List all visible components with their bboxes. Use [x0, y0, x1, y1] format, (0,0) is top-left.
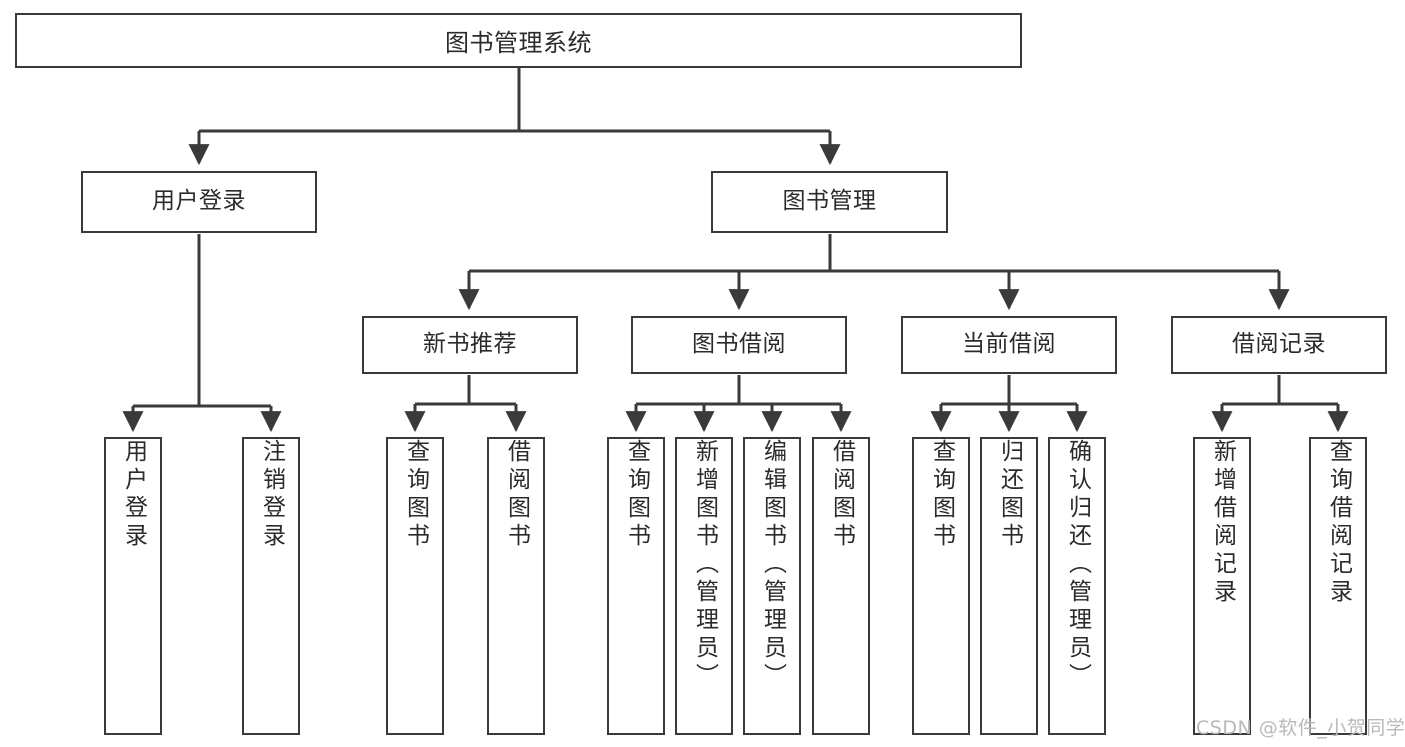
leaf-borrow-record-query[interactable]: 查询借阅记录: [1309, 437, 1367, 735]
leaf-label: 归还图书: [996, 439, 1023, 551]
leaf-label: 查询图书: [623, 439, 650, 551]
node-book-borrow-label: 图书借阅: [692, 331, 786, 358]
leaf-label: 新增借阅记录: [1209, 439, 1236, 607]
node-user-login[interactable]: 用户登录: [81, 171, 317, 233]
leaf-label: 查询借阅记录: [1325, 439, 1352, 607]
node-new-book-recommend[interactable]: 新书推荐: [362, 316, 578, 374]
leaf-new-book-borrow[interactable]: 借阅图书: [487, 437, 545, 735]
node-current-borrow-label: 当前借阅: [962, 331, 1056, 358]
watermark-text: CSDN @软件_小贺同学: [1196, 717, 1405, 739]
leaf-label: 查询图书: [928, 439, 955, 551]
node-borrow-record-label: 借阅记录: [1232, 331, 1326, 358]
leaf-book-borrow-edit[interactable]: 编辑图书（管理员）: [743, 437, 801, 735]
leaf-label: 查询图书: [402, 439, 429, 551]
leaf-borrow-record-add[interactable]: 新增借阅记录: [1193, 437, 1251, 735]
leaf-user-login-login[interactable]: 用户登录: [104, 437, 162, 735]
watermark: CSDN @软件_小贺同学: [1196, 713, 1405, 740]
node-borrow-record[interactable]: 借阅记录: [1171, 316, 1387, 374]
leaf-label: 编辑图书（管理员）: [759, 439, 786, 691]
node-book-borrow[interactable]: 图书借阅: [631, 316, 847, 374]
leaf-user-login-logout[interactable]: 注销登录: [242, 437, 300, 735]
leaf-current-borrow-confirm-return[interactable]: 确认归还（管理员）: [1048, 437, 1106, 735]
leaf-book-borrow-add[interactable]: 新增图书（管理员）: [675, 437, 733, 735]
leaf-label: 借阅图书: [503, 439, 530, 551]
node-new-book-recommend-label: 新书推荐: [423, 331, 517, 358]
node-root-label: 图书管理系统: [445, 29, 592, 57]
leaf-current-borrow-return[interactable]: 归还图书: [980, 437, 1038, 735]
node-book-manage-label: 图书管理: [782, 188, 877, 215]
node-book-manage[interactable]: 图书管理: [711, 171, 948, 233]
leaf-book-borrow-borrow[interactable]: 借阅图书: [812, 437, 870, 735]
leaf-current-borrow-query[interactable]: 查询图书: [912, 437, 970, 735]
leaf-label: 借阅图书: [828, 439, 855, 551]
leaf-label: 用户登录: [120, 439, 147, 551]
node-current-borrow[interactable]: 当前借阅: [901, 316, 1117, 374]
node-root[interactable]: 图书管理系统: [15, 13, 1022, 68]
leaf-book-borrow-query[interactable]: 查询图书: [607, 437, 665, 735]
leaf-new-book-query[interactable]: 查询图书: [386, 437, 444, 735]
leaf-label: 确认归还（管理员）: [1064, 439, 1091, 691]
leaf-label: 注销登录: [258, 439, 285, 551]
leaf-label: 新增图书（管理员）: [691, 439, 718, 691]
node-user-login-label: 用户登录: [152, 188, 246, 215]
